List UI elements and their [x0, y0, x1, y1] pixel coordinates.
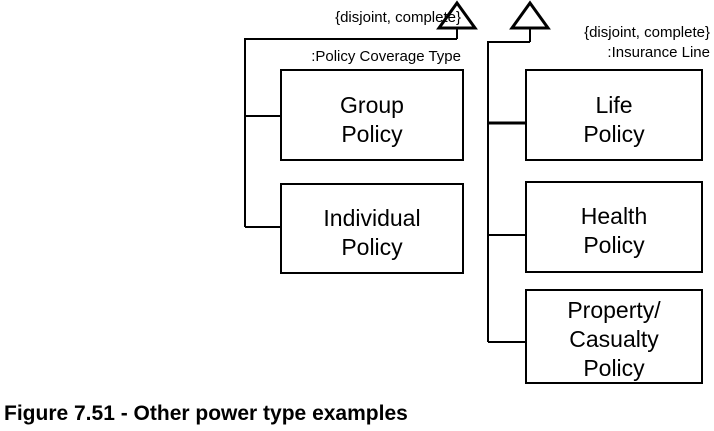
class-box-life-policy-rect[interactable] [525, 69, 703, 161]
class-box-health-policy[interactable]: Health Policy [525, 181, 703, 273]
generalization-group-policy-coverage-type: {disjoint, complete} :Policy Coverage Ty… [244, 0, 478, 274]
class-box-health-policy-label-line2: Policy [583, 232, 645, 258]
generalization-spine-line [244, 38, 457, 227]
class-box-individual-policy-rect[interactable] [280, 183, 464, 274]
generalization-triangle-icon-right [509, 0, 551, 30]
class-box-property-casualty-policy-rect[interactable] [525, 289, 703, 384]
uml-diagram: {disjoint, complete} :Policy Coverage Ty… [244, 0, 710, 384]
class-box-group-policy[interactable]: Group Policy [280, 69, 464, 161]
class-box-group-policy-label-line1: Group [340, 92, 404, 118]
class-box-life-policy-label-line1: Life [595, 92, 632, 118]
power-type-name-left: :Policy Coverage Type [311, 48, 461, 65]
class-box-life-policy-label-line2: Policy [583, 121, 645, 147]
class-box-health-policy-label-line1: Health [581, 203, 647, 229]
power-type-name-right: :Insurance Line [607, 44, 710, 61]
class-box-property-casualty-policy-label-line3: Policy [583, 355, 645, 381]
class-box-property-casualty-policy-label-line2: Casualty [569, 326, 659, 352]
class-box-individual-policy-label-line1: Individual [323, 205, 420, 231]
class-box-individual-policy-label-line2: Policy [341, 234, 403, 260]
figure-caption: Figure 7.51 - Other power type examples [4, 402, 408, 425]
class-box-health-policy-rect[interactable] [525, 181, 703, 273]
class-box-individual-policy[interactable]: Individual Policy [280, 183, 464, 274]
class-box-group-policy-label-line2: Policy [341, 121, 403, 147]
power-type-constraint-left: {disjoint, complete} [335, 9, 461, 26]
generalization-spine-line-right [487, 41, 530, 342]
power-type-constraint-right: {disjoint, complete} [584, 24, 710, 41]
class-box-property-casualty-policy[interactable]: Property/ Casualty Policy [525, 289, 703, 384]
class-box-property-casualty-policy-label-line1: Property/ [567, 297, 661, 323]
class-box-life-policy[interactable]: Life Policy [525, 69, 703, 161]
generalization-group-insurance-line: {disjoint, complete} :Insurance Line Lif… [487, 0, 710, 384]
class-box-group-policy-rect[interactable] [280, 69, 464, 161]
